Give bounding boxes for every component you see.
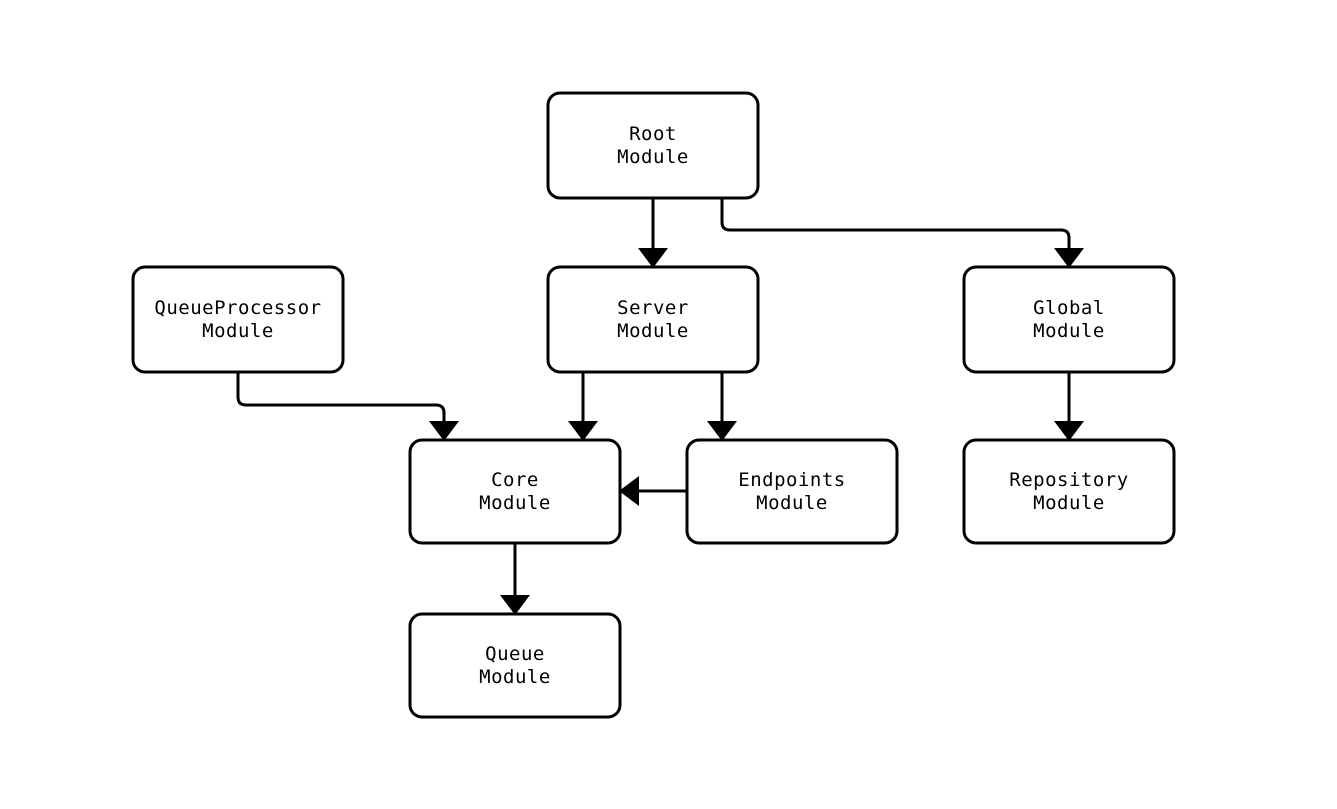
arrowhead-icon-endpoints-to-core	[619, 476, 639, 506]
node-label-server-line2: Module	[617, 320, 689, 342]
node-label-queue-line1: Queue	[485, 643, 545, 665]
edge-layer	[236, 198, 1071, 595]
node-repository-module[interactable]: Repository Module	[962, 438, 1176, 545]
node-label-repository-line2: Module	[1033, 492, 1105, 514]
arrowhead-icon-queueprocessor-to-core	[429, 421, 459, 441]
node-layer: Root Module QueueProcessor Module Server…	[131, 91, 1176, 719]
node-box-endpoints[interactable]	[685, 438, 899, 545]
node-label-server-line1: Server	[617, 297, 689, 319]
node-box-core[interactable]	[408, 438, 622, 545]
node-label-queueprocessor-line2: Module	[202, 320, 274, 342]
node-box-global[interactable]	[962, 265, 1176, 374]
node-box-repository[interactable]	[962, 438, 1176, 545]
arrowhead-layer	[429, 248, 1084, 615]
node-queue-module[interactable]: Queue Module	[408, 612, 622, 719]
node-label-global-line2: Module	[1033, 320, 1105, 342]
node-label-global-line1: Global	[1033, 297, 1105, 319]
arrowhead-icon-root-to-server	[638, 248, 668, 268]
node-label-root-line2: Module	[617, 146, 689, 168]
node-label-root-line1: Root	[629, 123, 677, 145]
node-box-server[interactable]	[546, 265, 760, 374]
node-global-module[interactable]: Global Module	[962, 265, 1176, 374]
node-server-module[interactable]: Server Module	[546, 265, 760, 374]
node-label-repository-line1: Repository	[1009, 469, 1128, 491]
arrowhead-icon-core-to-queue	[500, 595, 530, 615]
node-label-queueprocessor-line1: QueueProcessor	[154, 297, 321, 319]
node-label-queue-line2: Module	[479, 666, 551, 688]
node-box-queueprocessor[interactable]	[131, 265, 345, 374]
node-label-endpoints-line1: Endpoints	[738, 469, 845, 491]
node-root-module[interactable]: Root Module	[546, 91, 760, 200]
arrowhead-icon-server-to-endpoints	[707, 421, 737, 441]
edge-root-to-global	[720, 198, 1071, 248]
arrowhead-icon-root-to-global	[1054, 248, 1084, 268]
node-endpoints-module[interactable]: Endpoints Module	[685, 438, 899, 545]
node-queueprocessor-module[interactable]: QueueProcessor Module	[131, 265, 345, 374]
arrowhead-icon-server-to-core	[568, 421, 598, 441]
edge-queueprocessor-to-core	[236, 372, 446, 421]
arrowhead-icon-global-to-repository	[1054, 421, 1084, 441]
node-label-endpoints-line2: Module	[756, 492, 828, 514]
node-label-core-line2: Module	[479, 492, 551, 514]
node-box-root[interactable]	[546, 91, 760, 200]
node-core-module[interactable]: Core Module	[408, 438, 622, 545]
node-box-queue[interactable]	[408, 612, 622, 719]
node-label-core-line1: Core	[491, 469, 539, 491]
